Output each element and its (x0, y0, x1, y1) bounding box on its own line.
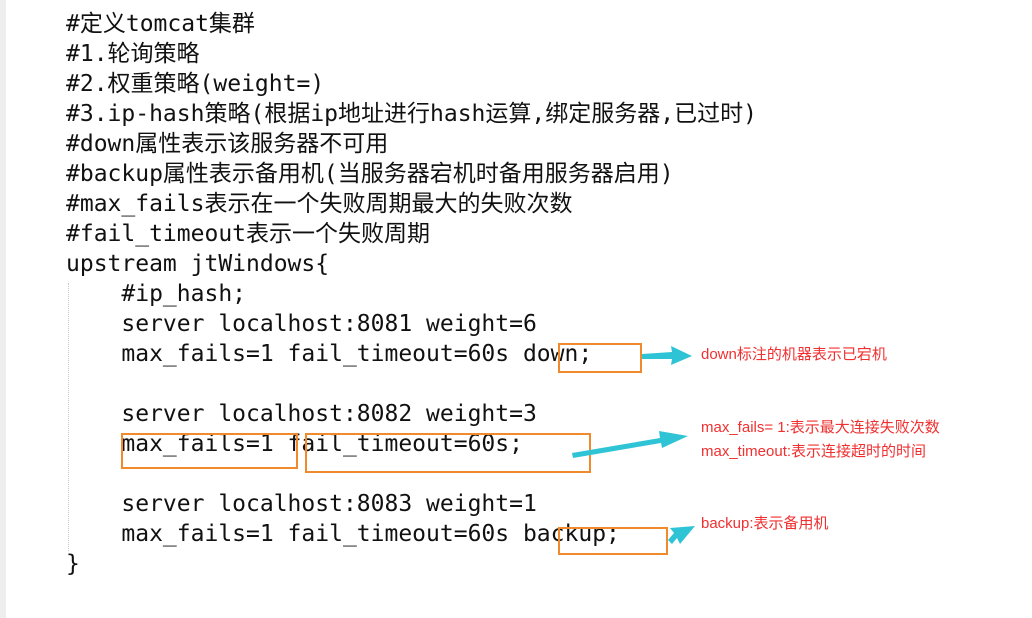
code-line-19: } (66, 551, 80, 577)
arrow-fail-timeout (572, 431, 688, 458)
code-line-4: #3.ip-hash策略(根据ip地址进行hash运算,绑定服务器,已过时) (66, 101, 757, 127)
highlight-backup (558, 527, 668, 555)
annotation-max-fails: max_fails= 1:表示最大连接失败次数 (701, 419, 940, 436)
indent-guide (68, 283, 69, 551)
annotation-max-timeout: max_timeout:表示连接超时的时间 (701, 443, 927, 460)
code-line-14: server localhost:8082 weight=3 (66, 401, 537, 427)
code-line-18: max_fails=1 fail_timeout=60s backup; (66, 521, 620, 547)
highlight-max-fails (121, 433, 298, 469)
highlight-down (558, 343, 642, 373)
left-gutter (0, 0, 6, 618)
code-line-2: #1.轮询策略 (66, 41, 200, 67)
code-line-15: max_fails=1 fail_timeout=60s; (66, 431, 523, 457)
arrow-down (642, 346, 692, 365)
code-line-12: max_fails=1 fail_timeout=60s down; (66, 341, 593, 367)
code-line-10: #ip_hash; (66, 281, 247, 307)
code-line-9: upstream jtWindows{ (66, 251, 330, 277)
code-line-1: #定义tomcat集群 (66, 11, 255, 37)
code-line-11: server localhost:8081 weight=6 (66, 311, 537, 337)
annotation-backup: backup:表示备用机 (701, 515, 829, 532)
code-block: #定义tomcat集群 #1.轮询策略 #2.权重策略(weight=) #3.… (66, 9, 757, 579)
arrow-backup (668, 526, 695, 544)
code-line-6: #backup属性表示备用机(当服务器宕机时备用服务器启用) (66, 161, 674, 187)
annotation-down: down标注的机器表示已宕机 (701, 346, 887, 363)
code-line-3: #2.权重策略(weight=) (66, 71, 325, 97)
code-line-5: #down属性表示该服务器不可用 (66, 131, 389, 157)
code-line-7: #max_fails表示在一个失败周期最大的失败次数 (66, 191, 573, 217)
code-line-8: #fail_timeout表示一个失败周期 (66, 221, 431, 247)
code-line-17: server localhost:8083 weight=1 (66, 491, 537, 517)
